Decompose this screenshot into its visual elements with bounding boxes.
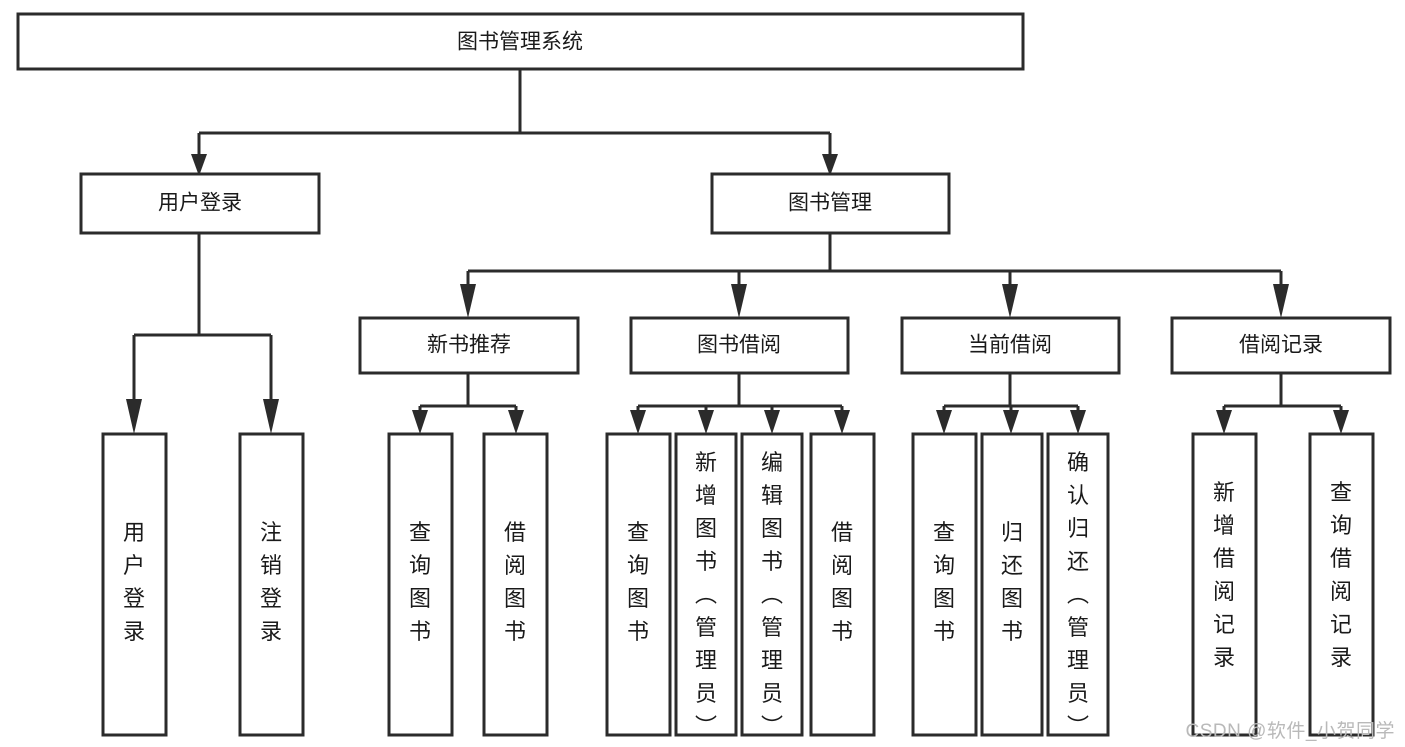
node-book-manage-box[interactable] bbox=[710, 172, 951, 235]
leaf-label-add-record: 新增借阅记录 bbox=[1213, 480, 1235, 670]
leaf-label-layer: 用户登录 注销登录 查询图书 借阅图书 查询图书 新增图书︵管理员︶ 编辑图书︵… bbox=[123, 450, 1352, 739]
node-root-box[interactable] bbox=[16, 12, 1025, 71]
arrow-leaf-logout bbox=[263, 399, 279, 434]
leaf-label-query-book-1: 查询图书 bbox=[409, 520, 431, 644]
node-book-borrow[interactable]: 图书借阅 bbox=[629, 316, 850, 375]
leaf-box-user-login[interactable] bbox=[101, 432, 168, 737]
leaf-box-query-book-1[interactable] bbox=[387, 432, 454, 737]
node-new-book-recommend[interactable]: 新书推荐 bbox=[358, 316, 580, 375]
leaf-box-logout[interactable] bbox=[238, 432, 305, 737]
leaf-box-query-book-3[interactable] bbox=[911, 432, 978, 737]
arrow-leaf-user-login bbox=[126, 399, 142, 434]
arrow-leaf-query-book-1 bbox=[412, 410, 428, 434]
node-user-login[interactable]: 用户登录 bbox=[79, 172, 321, 235]
arrow-leaf-return-book bbox=[1003, 410, 1019, 434]
leaf-label-query-record: 查询借阅记录 bbox=[1330, 480, 1352, 670]
arrow-current-borrow bbox=[1002, 284, 1018, 318]
node-new-book-recommend-box[interactable] bbox=[358, 316, 580, 375]
node-root[interactable]: 图书管理系统 bbox=[16, 12, 1025, 71]
leaf-label-logout: 注销登录 bbox=[260, 520, 282, 644]
node-new-book-recommend-label: 新书推荐 bbox=[427, 334, 511, 357]
node-borrow-record-label: 借阅记录 bbox=[1239, 334, 1323, 357]
node-user-login-box[interactable] bbox=[79, 172, 321, 235]
node-borrow-record[interactable]: 借阅记录 bbox=[1170, 316, 1392, 375]
leaf-box-add-record[interactable] bbox=[1191, 432, 1258, 737]
arrow-leaf-query-book-2 bbox=[630, 410, 646, 434]
leaf-label-edit-book: 编辑图书︵管理员︶ bbox=[761, 450, 783, 739]
leaf-label-borrow-book-2: 借阅图书 bbox=[831, 520, 853, 644]
arrow-leaf-add-book bbox=[698, 410, 714, 434]
node-borrow-record-box[interactable] bbox=[1170, 316, 1392, 375]
arrow-leaf-confirm-return bbox=[1070, 410, 1086, 434]
leaf-box-return-book[interactable] bbox=[980, 432, 1044, 737]
arrow-leaf-edit-book bbox=[764, 410, 780, 434]
leaf-box-borrow-book-1[interactable] bbox=[482, 432, 549, 737]
arrow-to-book-manage bbox=[822, 154, 838, 176]
arrow-leaf-borrow-book-2 bbox=[834, 410, 850, 434]
leaf-layer bbox=[101, 432, 1375, 737]
leaf-box-add-book[interactable] bbox=[674, 432, 738, 737]
arrow-leaf-query-book-3 bbox=[936, 410, 952, 434]
leaf-box-edit-book[interactable] bbox=[740, 432, 804, 737]
arrow-leaf-query-record bbox=[1333, 410, 1349, 434]
leaf-label-query-book-2: 查询图书 bbox=[627, 520, 649, 644]
node-book-borrow-label: 图书借阅 bbox=[697, 334, 781, 357]
arrow-leaf-add-record bbox=[1216, 410, 1232, 434]
node-book-manage[interactable]: 图书管理 bbox=[710, 172, 951, 235]
node-current-borrow-box[interactable] bbox=[900, 316, 1121, 375]
leaf-box-query-book-2[interactable] bbox=[605, 432, 672, 737]
node-book-manage-label: 图书管理 bbox=[788, 192, 872, 215]
leaf-label-user-login: 用户登录 bbox=[123, 520, 145, 644]
arrow-borrow-record bbox=[1273, 284, 1289, 318]
arrow-to-user-login bbox=[191, 154, 207, 176]
leaf-box-query-record[interactable] bbox=[1308, 432, 1375, 737]
arrow-leaf-borrow-book-1 bbox=[508, 410, 524, 434]
leaf-label-borrow-book-1: 借阅图书 bbox=[504, 520, 526, 644]
arrow-book-borrow bbox=[731, 284, 747, 318]
leaf-label-add-book: 新增图书︵管理员︶ bbox=[695, 450, 717, 739]
node-root-label: 图书管理系统 bbox=[457, 31, 583, 54]
node-current-borrow-label: 当前借阅 bbox=[968, 334, 1052, 357]
arrow-new-book-recommend bbox=[460, 284, 476, 318]
leaf-label-confirm-return: 确认归还︵管理员︶ bbox=[1067, 450, 1089, 739]
node-book-borrow-box[interactable] bbox=[629, 316, 850, 375]
leaf-box-confirm-return[interactable] bbox=[1046, 432, 1110, 737]
leaf-box-borrow-book-2[interactable] bbox=[809, 432, 876, 737]
node-current-borrow[interactable]: 当前借阅 bbox=[900, 316, 1121, 375]
connector-layer bbox=[126, 69, 1349, 434]
leaf-label-return-book: 归还图书 bbox=[1001, 520, 1023, 644]
leaf-label-query-book-3: 查询图书 bbox=[933, 520, 955, 644]
node-user-login-label: 用户登录 bbox=[158, 192, 242, 215]
